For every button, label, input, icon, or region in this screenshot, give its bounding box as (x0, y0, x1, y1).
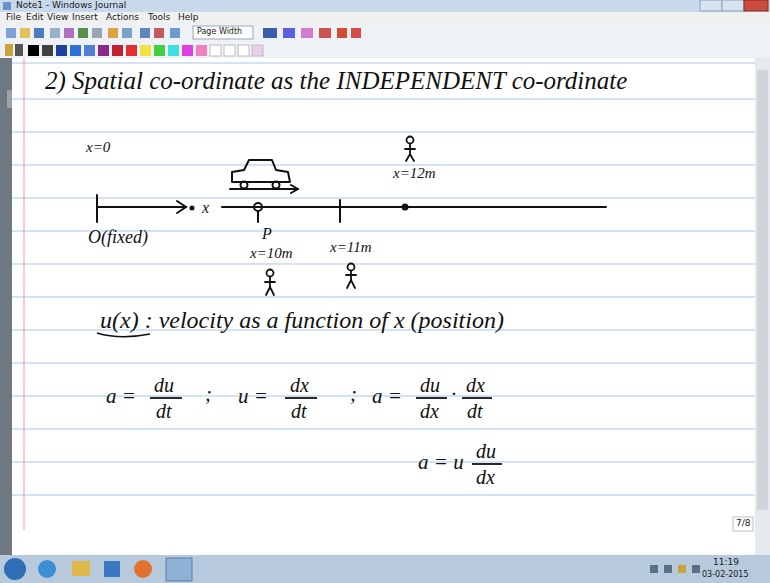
toolbar-icons (6, 26, 361, 39)
ruled-lines (12, 63, 755, 495)
denominator: dt (291, 401, 307, 421)
note-heading: 2) Spatial co-ordinate as the INDEPENDEN… (45, 68, 627, 93)
page-number: 7/8 (736, 519, 750, 528)
separator: ; (350, 384, 357, 405)
note-page (12, 58, 755, 555)
separator: ; (205, 384, 212, 405)
position-label: x=11m (330, 240, 372, 255)
taskbar (0, 555, 770, 583)
zoom-value: Page Width (197, 28, 242, 36)
menu-item: File (6, 13, 21, 22)
numerator: du (154, 375, 174, 395)
scrollbar (755, 58, 770, 555)
origin-label: O(fixed) (88, 228, 148, 246)
menu-item: View (47, 13, 68, 22)
app-icon (3, 2, 11, 10)
numerator: dx (466, 375, 485, 395)
menu-item: Tools (148, 13, 170, 22)
clock-time: 11:19 (713, 558, 739, 567)
left-gutter (0, 58, 12, 555)
position-label: x=12m (393, 166, 436, 181)
margin-line (24, 58, 25, 530)
menu-item: Edit (26, 13, 43, 22)
numerator: dx (290, 375, 309, 395)
minimize-button (700, 0, 722, 11)
equation-text: u = (238, 386, 268, 407)
clock-date: 03-02-2015 (702, 571, 749, 579)
numerator: du (420, 375, 440, 395)
position-label: x=0 (86, 140, 110, 155)
palette-bar (0, 42, 770, 58)
car-sketch (230, 160, 298, 193)
zoom-dropdown (193, 26, 253, 39)
definition-text: u(x) : velocity as a function of x (posi… (100, 308, 504, 332)
equation-text: a = u (418, 452, 464, 473)
underline-stroke (97, 333, 150, 337)
gutter-tab (7, 90, 12, 108)
denominator: dt (467, 401, 483, 421)
equation-text: a = (106, 386, 136, 407)
menu-item: Help (178, 13, 199, 22)
observer-figures (265, 137, 415, 296)
multiply-dot: · (451, 384, 456, 405)
color-palette (5, 44, 263, 56)
toolbar (0, 24, 770, 42)
position-label: x=10m (250, 246, 293, 261)
numerator: du (476, 441, 496, 461)
denominator: dx (476, 467, 495, 487)
title-bar (0, 0, 770, 12)
axis-label: x (202, 200, 209, 216)
denominator: dt (156, 401, 172, 421)
denominator: dx (420, 401, 439, 421)
close-button (744, 0, 768, 11)
maximize-button (722, 0, 744, 11)
scroll-thumb (757, 70, 768, 510)
taskbar-icons (4, 558, 700, 581)
menu-item: Actions (106, 13, 139, 22)
equation-text: a = (372, 386, 402, 407)
position-axis (97, 195, 606, 222)
menu-item: Insert (72, 13, 98, 22)
page-number-box (733, 517, 753, 531)
window-title: Note1 - Windows Journal (16, 1, 126, 10)
menu-bar (0, 12, 770, 24)
point-label: P (262, 226, 272, 242)
